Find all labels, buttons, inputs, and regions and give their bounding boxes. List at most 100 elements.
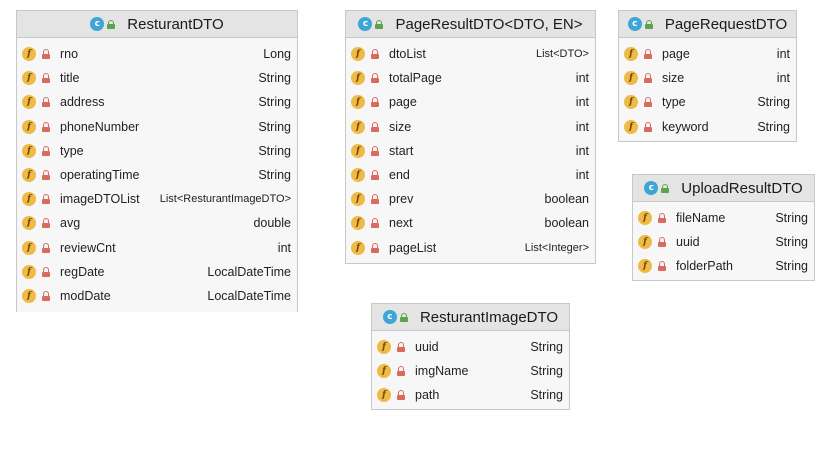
field-name: type bbox=[662, 95, 686, 110]
field-name: rno bbox=[60, 47, 79, 62]
field-name: uuid bbox=[415, 340, 439, 355]
private-lock-icon bbox=[371, 218, 379, 229]
field-f-icon: f bbox=[22, 192, 36, 207]
field-type: String bbox=[258, 71, 291, 86]
class-header: c UploadResultDTO bbox=[633, 175, 814, 202]
private-lock-icon bbox=[371, 145, 379, 156]
field-type: int bbox=[776, 71, 790, 86]
field-type: String bbox=[775, 235, 808, 250]
private-lock-icon bbox=[42, 218, 50, 229]
field-f-icon: f bbox=[351, 71, 365, 86]
field-f-icon: f bbox=[22, 95, 36, 110]
field-name: path bbox=[415, 388, 440, 403]
private-lock-icon bbox=[42, 145, 50, 156]
private-lock-icon bbox=[658, 213, 666, 224]
private-lock-icon bbox=[371, 121, 379, 132]
field-f-icon: f bbox=[351, 119, 365, 134]
field-name: prev bbox=[389, 192, 414, 207]
field-type: boolean bbox=[544, 216, 590, 231]
public-lock-icon bbox=[661, 183, 670, 193]
class-title: PageResultDTO<DTO, EN> bbox=[395, 15, 583, 33]
private-lock-icon bbox=[658, 261, 666, 272]
class-title: ResturantImageDTO bbox=[419, 308, 559, 326]
field-name: fileName bbox=[676, 211, 726, 226]
class-header: c ResturantImageDTO bbox=[372, 304, 569, 331]
field-name: address bbox=[60, 95, 105, 110]
field-f-icon: f bbox=[22, 168, 36, 183]
private-lock-icon bbox=[397, 390, 405, 401]
field-f-icon: f bbox=[638, 235, 652, 250]
class-title: ResturantDTO bbox=[127, 15, 224, 33]
field-type: String bbox=[258, 168, 291, 183]
field-row[interactable]: f uuid String bbox=[372, 335, 569, 359]
field-f-icon: f bbox=[624, 71, 638, 86]
field-type: int bbox=[776, 47, 790, 62]
field-f-icon: f bbox=[377, 340, 391, 355]
field-name: title bbox=[60, 71, 80, 86]
public-lock-icon bbox=[644, 19, 653, 29]
field-f-icon: f bbox=[351, 95, 365, 110]
private-lock-icon bbox=[42, 73, 50, 84]
field-type: int bbox=[575, 119, 589, 134]
class-title: PageRequestDTO bbox=[664, 15, 788, 33]
private-lock-icon bbox=[42, 49, 50, 60]
field-name: avg bbox=[60, 216, 81, 231]
private-lock-icon bbox=[371, 194, 379, 205]
field-name: start bbox=[389, 143, 414, 158]
private-lock-icon bbox=[371, 73, 379, 84]
field-type: List<DTO> bbox=[536, 48, 589, 61]
field-type: String bbox=[530, 340, 563, 355]
public-lock-icon bbox=[107, 19, 116, 29]
field-f-icon: f bbox=[22, 216, 36, 231]
class-header: c PageRequestDTO bbox=[619, 11, 796, 38]
private-lock-icon bbox=[42, 121, 50, 132]
private-lock-icon bbox=[397, 366, 405, 377]
private-lock-icon bbox=[371, 97, 379, 108]
field-name: imageDTOList bbox=[60, 192, 140, 207]
field-type: LocalDateTime bbox=[207, 264, 291, 279]
private-lock-icon bbox=[371, 49, 379, 60]
field-f-icon: f bbox=[22, 264, 36, 279]
private-lock-icon bbox=[658, 237, 666, 248]
class-c-icon: c bbox=[90, 17, 105, 31]
field-f-icon: f bbox=[638, 211, 652, 226]
field-type: String bbox=[775, 259, 808, 274]
field-name: dtoList bbox=[389, 47, 426, 62]
